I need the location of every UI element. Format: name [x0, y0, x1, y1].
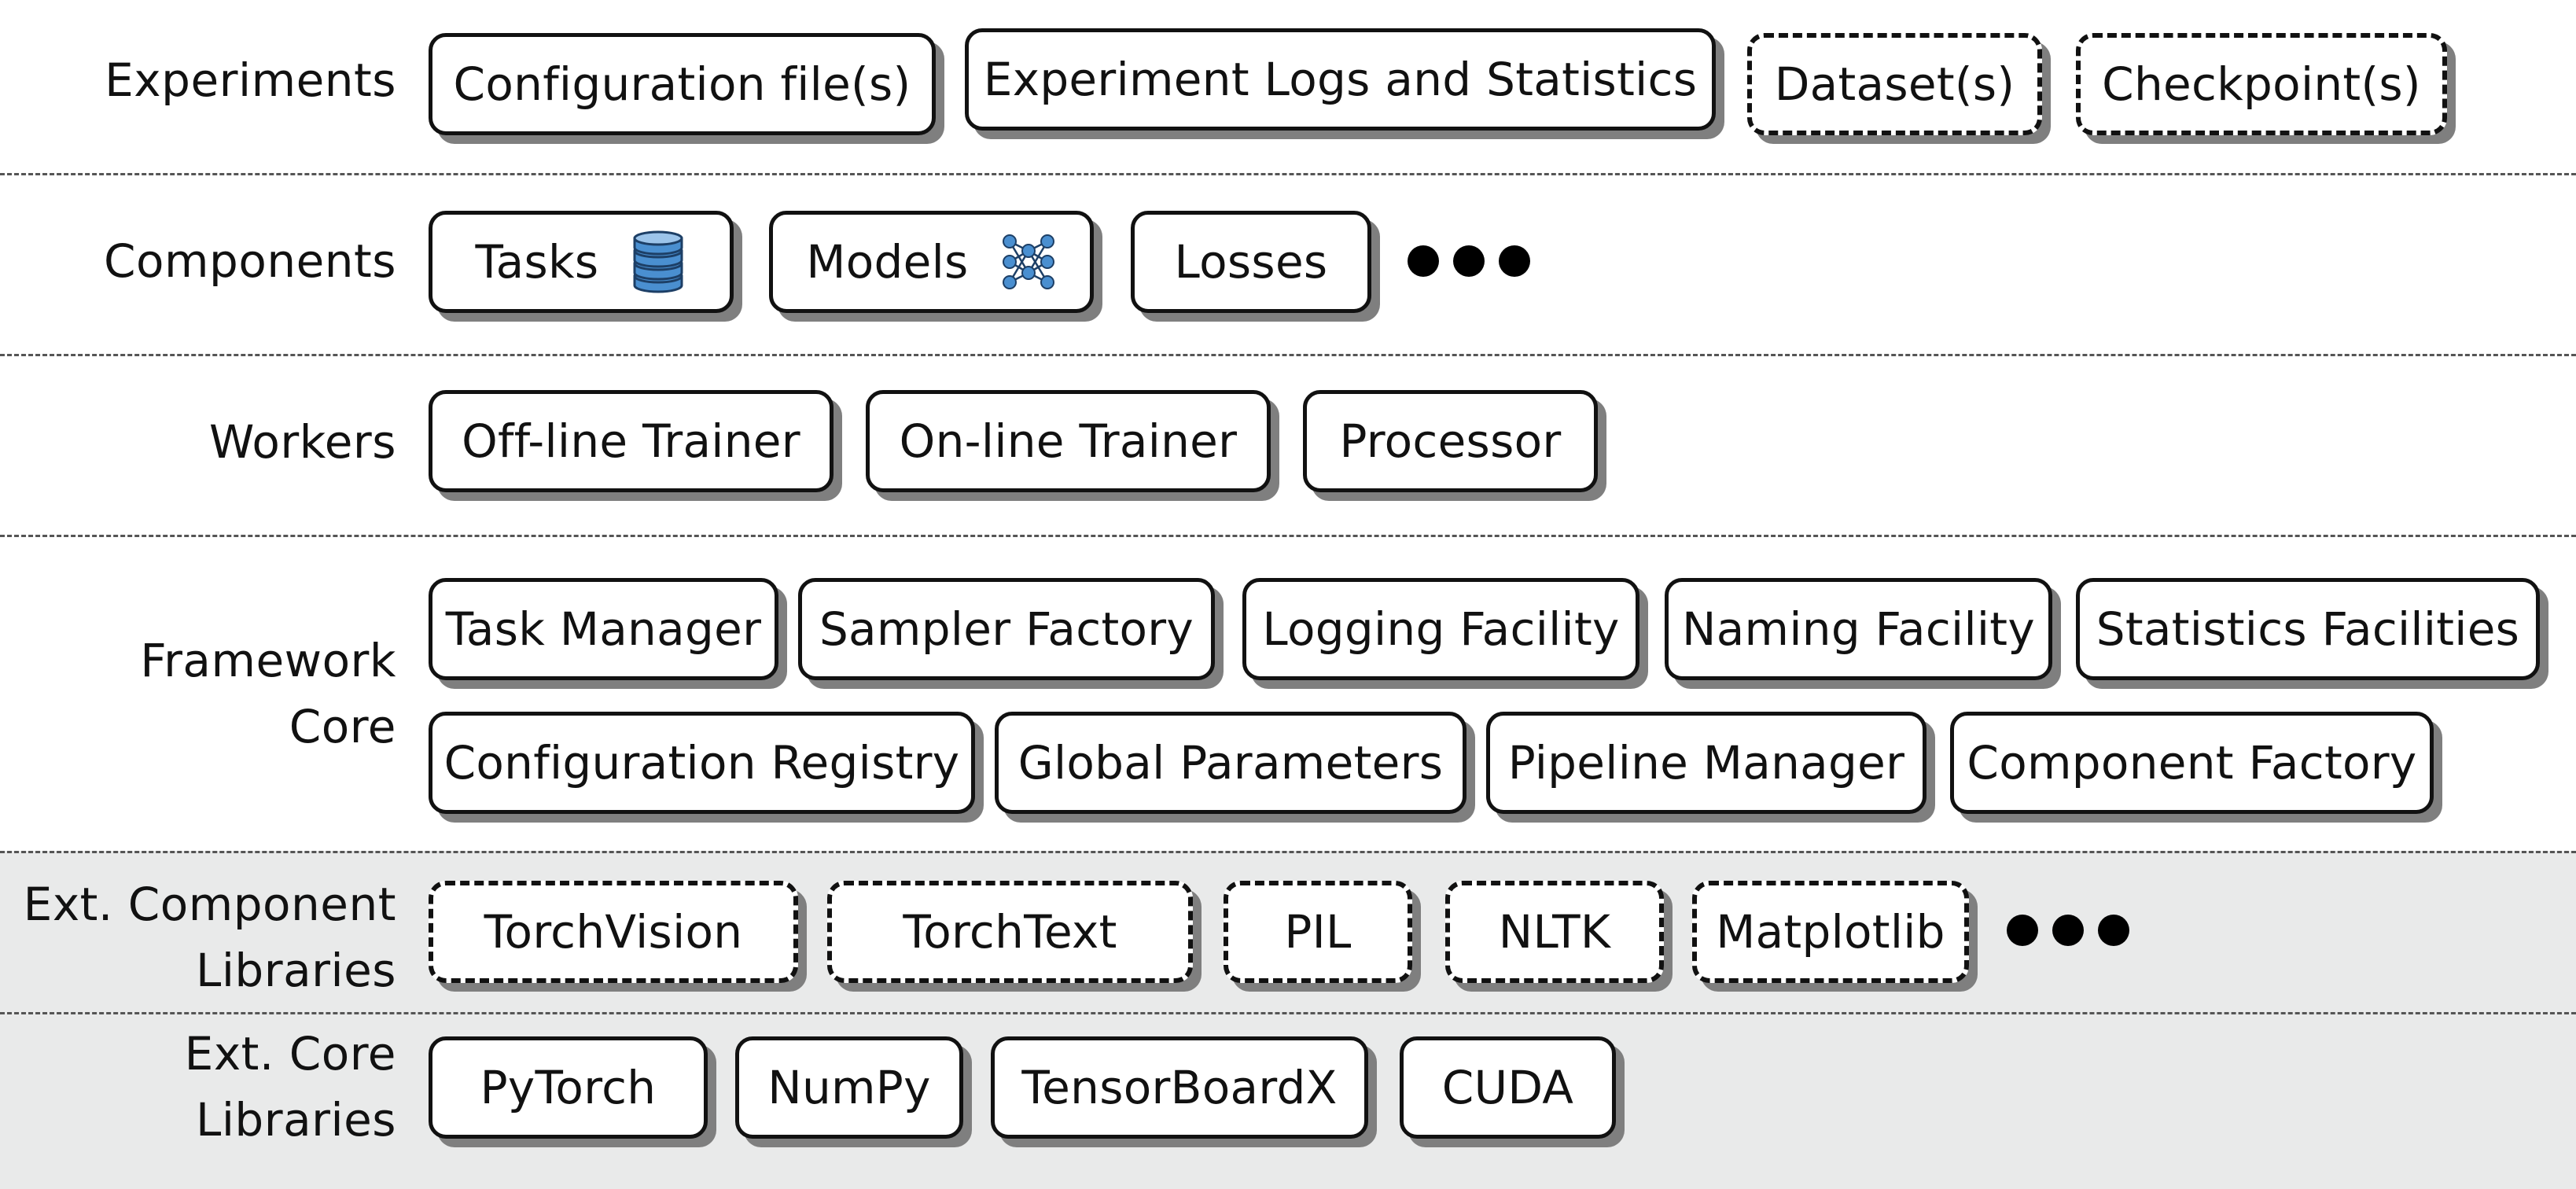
box-label: TensorBoardX: [1021, 1061, 1338, 1114]
losses-box: Losses: [1131, 211, 1371, 313]
layer-label-ext-core-libraries: Ext. Core Libraries: [184, 1027, 396, 1147]
layer-label-workers: Workers: [208, 415, 396, 469]
torchtext-box: TorchText: [827, 881, 1193, 983]
box-label: Matplotlib: [1716, 905, 1945, 959]
box-label: Processor: [1339, 414, 1562, 468]
box-label: Task Manager: [445, 602, 762, 656]
box-label: Losses: [1174, 235, 1328, 289]
matplotlib-box: Matplotlib: [1692, 881, 1969, 983]
pil-box: PIL: [1224, 881, 1412, 983]
box-label: On-line Trainer: [899, 414, 1238, 468]
configuration-registry-box: Configuration Registry: [429, 712, 975, 814]
box-label: Off-line Trainer: [462, 414, 800, 468]
global-parameters-box: Global Parameters: [995, 712, 1466, 814]
nltk-box: NLTK: [1445, 881, 1664, 983]
layer-label-framework-core: Framework Core: [140, 634, 396, 753]
ellipsis-dot: [2052, 915, 2084, 946]
box-label: Component Factory: [1967, 736, 2417, 790]
ellipsis-dot: [1408, 245, 1439, 277]
divider: [0, 851, 2576, 853]
divider: [0, 354, 2576, 356]
numpy-box: NumPy: [735, 1036, 963, 1139]
logging-facility-box: Logging Facility: [1242, 578, 1639, 680]
offline-trainer-box: Off-line Trainer: [429, 390, 834, 492]
configuration-files-box: Configuration file(s): [429, 33, 936, 135]
sampler-factory-box: Sampler Factory: [798, 578, 1215, 680]
box-label: Checkpoint(s): [2102, 57, 2421, 111]
component-factory-box: Component Factory: [1950, 712, 2434, 814]
divider: [0, 173, 2576, 175]
experiment-logs-box: Experiment Logs and Statistics: [965, 28, 1716, 131]
box-label: Statistics Facilities: [2096, 602, 2520, 656]
box-label: Configuration file(s): [453, 57, 911, 111]
processor-box: Processor: [1303, 390, 1598, 492]
online-trainer-box: On-line Trainer: [866, 390, 1271, 492]
divider: [0, 1012, 2576, 1014]
tasks-box: Tasks: [429, 211, 734, 313]
tensorboardx-box: TensorBoardX: [991, 1036, 1368, 1139]
layer-label-experiments: Experiments: [105, 53, 396, 107]
box-label: NumPy: [767, 1061, 931, 1114]
box-label: NLTK: [1498, 905, 1611, 959]
box-label: Pipeline Manager: [1507, 736, 1905, 790]
ellipsis-dot: [1499, 245, 1530, 277]
layer-label-ext-component-libraries: Ext. Component Libraries: [23, 878, 396, 997]
more-libraries-ellipsis: [2007, 915, 2129, 946]
database-icon: [633, 230, 683, 293]
box-label: Sampler Factory: [819, 602, 1194, 656]
box-label: PIL: [1284, 905, 1352, 959]
ellipsis-dot: [2007, 915, 2038, 946]
box-label: Configuration Registry: [443, 736, 960, 790]
task-manager-box: Task Manager: [429, 578, 778, 680]
divider: [0, 535, 2576, 537]
neural-network-icon: [1002, 234, 1054, 289]
ellipsis-dot: [2098, 915, 2129, 946]
cuda-box: CUDA: [1400, 1036, 1616, 1139]
box-label: Logging Facility: [1262, 602, 1620, 656]
box-label: CUDA: [1441, 1061, 1574, 1114]
box-label: Naming Facility: [1682, 602, 2035, 656]
box-label: Dataset(s): [1774, 57, 2015, 111]
models-box: Models: [769, 211, 1094, 313]
checkpoints-box: Checkpoint(s): [2076, 33, 2447, 135]
box-label: TorchText: [903, 905, 1117, 959]
more-components-ellipsis: [1408, 245, 1530, 277]
pytorch-box: PyTorch: [429, 1036, 708, 1139]
box-label: PyTorch: [480, 1061, 657, 1114]
box-label: TorchVision: [484, 905, 743, 959]
box-label: Models: [806, 235, 969, 289]
box-label: Tasks: [475, 235, 599, 289]
naming-facility-box: Naming Facility: [1665, 578, 2052, 680]
torchvision-box: TorchVision: [429, 881, 798, 983]
pipeline-manager-box: Pipeline Manager: [1486, 712, 1926, 814]
box-label: Experiment Logs and Statistics: [983, 53, 1698, 106]
layer-label-components: Components: [104, 234, 396, 288]
datasets-box: Dataset(s): [1747, 33, 2042, 135]
statistics-facilities-box: Statistics Facilities: [2076, 578, 2540, 680]
ellipsis-dot: [1453, 245, 1485, 277]
box-label: Global Parameters: [1018, 736, 1444, 790]
